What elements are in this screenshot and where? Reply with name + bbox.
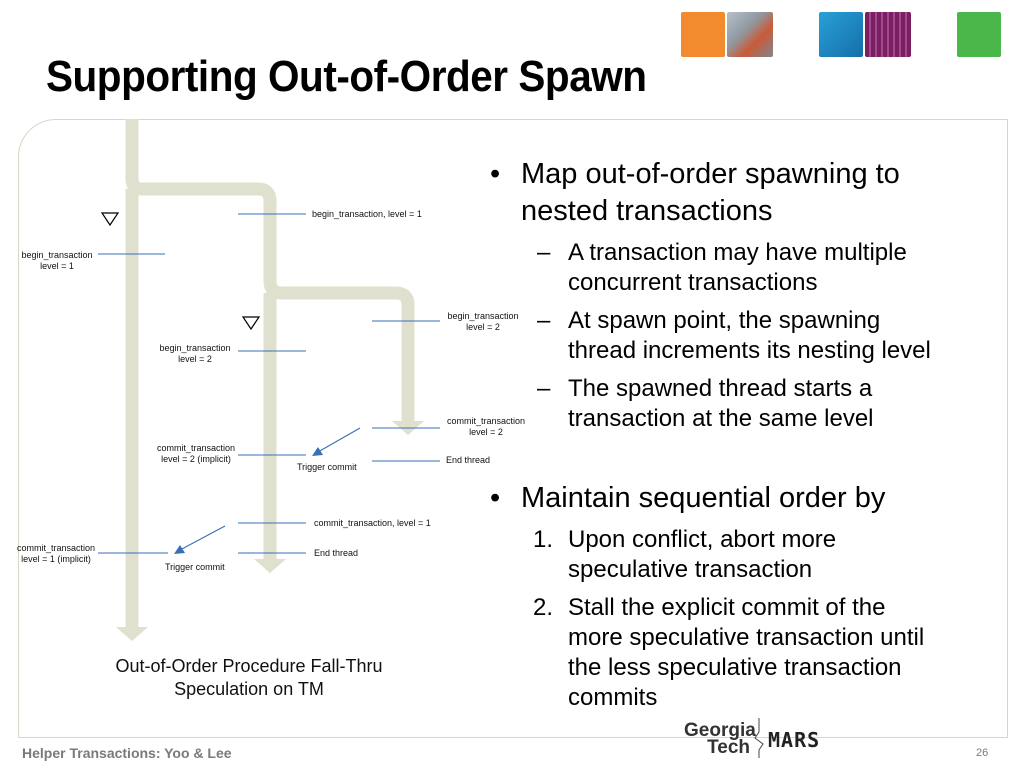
label-end-thread-right: End thread bbox=[446, 455, 491, 465]
label-commit-transaction-right-l2-line1: commit_transaction bbox=[446, 416, 526, 426]
label-begin-transaction-mid-l2-line2: level = 2 bbox=[178, 354, 212, 364]
sub-2-marker: – bbox=[537, 307, 551, 334]
transaction-diagram bbox=[98, 119, 440, 641]
sub-bullet-1: A transaction may have multiple concurre… bbox=[568, 238, 907, 298]
numbered-1-marker: 1. bbox=[533, 526, 554, 553]
photo-swatch bbox=[727, 12, 773, 57]
sub-bullet-1-line1: A transaction may have multiple bbox=[568, 239, 907, 266]
label-begin-transaction-left: begin_transaction level = 1 bbox=[17, 250, 97, 272]
trigger-arrowhead-upper bbox=[312, 447, 323, 456]
numbered-item-2: Stall the explicit commit of the more sp… bbox=[568, 593, 924, 713]
spawned-thread-arrowhead bbox=[254, 559, 286, 573]
green-swatch bbox=[957, 12, 1001, 57]
label-commit-transaction-right-l2-line2: level = 2 bbox=[469, 427, 503, 437]
label-commit-transaction-mid-l2-line1: commit_transaction bbox=[156, 443, 236, 453]
sub-bullet-2: At spawn point, the spawning thread incr… bbox=[568, 306, 931, 366]
label-begin-transaction-mid-l2-line1: begin_transaction bbox=[159, 343, 231, 353]
label-trigger-commit-left: Trigger commit bbox=[165, 562, 225, 572]
sub-1-marker: – bbox=[537, 239, 551, 266]
label-trigger-commit-mid: Trigger commit bbox=[297, 462, 357, 472]
label-begin-transaction-level1-right: begin_transaction, level = 1 bbox=[312, 209, 422, 219]
bullet-2-marker: • bbox=[490, 482, 501, 514]
label-commit-transaction-left-l1: commit_transaction level = 1 (implicit) bbox=[10, 543, 102, 565]
logo-block: Georgia Tech MARS bbox=[684, 718, 844, 758]
bullet-1-line2: nested transactions bbox=[521, 195, 773, 227]
page-number: 26 bbox=[976, 747, 989, 759]
diagram-caption-line1: Out-of-Order Procedure Fall-Thru bbox=[115, 656, 383, 676]
bullet-1-line1: Map out-of-order spawning to bbox=[521, 158, 900, 190]
label-begin-transaction-mid-l2: begin_transaction level = 2 bbox=[155, 343, 235, 365]
numbered-item-2-line3: the less speculative transaction bbox=[568, 654, 902, 681]
sub-bullet-2-line1: At spawn point, the spawning bbox=[568, 307, 881, 334]
label-begin-transaction-right-l2: begin_transaction level = 2 bbox=[443, 311, 523, 333]
sub-bullet-1-line2: concurrent transactions bbox=[568, 269, 818, 296]
sub-bullet-3: The spawned thread starts a transaction … bbox=[568, 374, 874, 434]
sub-bullet-3-line1: The spawned thread starts a bbox=[568, 375, 873, 402]
sub-bullet-3-line2: transaction at the same level bbox=[568, 405, 874, 432]
numbered-item-2-line1: Stall the explicit commit of the bbox=[568, 594, 886, 621]
bullet-1-marker: • bbox=[490, 158, 501, 190]
diagram-caption-line2: Speculation on TM bbox=[174, 679, 324, 699]
label-commit-transaction-right-l2: commit_transaction level = 2 bbox=[442, 416, 530, 438]
footer-title: Helper Transactions: Yoo & Lee bbox=[22, 745, 232, 761]
label-commit-transaction-left-l1-line2: level = 1 (implicit) bbox=[21, 554, 91, 564]
label-begin-transaction-right-l2-line1: begin_transaction bbox=[447, 311, 519, 321]
label-commit-transaction-left-l1-line1: commit_transaction bbox=[16, 543, 96, 553]
label-end-thread-mid: End thread bbox=[314, 548, 359, 558]
orange-swatch bbox=[681, 12, 725, 57]
label-begin-transaction-left-line1: begin_transaction bbox=[21, 250, 93, 260]
main-thread-arrowhead bbox=[116, 627, 148, 641]
mars-logo: MARS bbox=[768, 728, 821, 752]
numbered-item-1: Upon conflict, abort more speculative tr… bbox=[568, 525, 836, 585]
sub-bullet-2-line2: thread increments its nesting level bbox=[568, 337, 931, 364]
sub-3-marker: – bbox=[537, 375, 551, 402]
spawn-triangle-1 bbox=[100, 212, 120, 227]
georgia-tech-logo-line2: Tech bbox=[707, 737, 750, 758]
numbered-item-2-line4: commits bbox=[568, 684, 658, 711]
bullet-2: Maintain sequential order by bbox=[521, 482, 886, 514]
trigger-arrow-upper bbox=[317, 427, 361, 453]
main-thread-path bbox=[125, 119, 415, 424]
diagram-caption: Out-of-Order Procedure Fall-Thru Specula… bbox=[90, 655, 408, 701]
blue-swatch bbox=[819, 12, 863, 57]
georgia-tech-logo-line1: Georgia bbox=[684, 720, 756, 741]
label-commit-transaction-mid-l2-line2: level = 2 (implicit) bbox=[161, 454, 231, 464]
spawn-triangle-2 bbox=[241, 316, 261, 331]
label-commit-transaction-mid-l2: commit_transaction level = 2 (implicit) bbox=[150, 443, 242, 465]
logo-divider-icon bbox=[754, 718, 764, 758]
numbered-item-1-line1: Upon conflict, abort more bbox=[568, 526, 837, 553]
trigger-arrow-lower bbox=[179, 525, 226, 551]
georgia-tech-logo: Georgia Tech bbox=[684, 720, 756, 758]
label-commit-transaction-level1-right: commit_transaction, level = 1 bbox=[314, 518, 431, 528]
numbered-item-1-line2: speculative transaction bbox=[568, 556, 813, 583]
circuit-swatch bbox=[865, 12, 911, 57]
trigger-arrowhead-lower bbox=[174, 545, 185, 554]
label-begin-transaction-left-line2: level = 1 bbox=[40, 261, 74, 271]
slide-title: Supporting Out-of-Order Spawn bbox=[46, 52, 647, 101]
label-begin-transaction-right-l2-line2: level = 2 bbox=[466, 322, 500, 332]
bullet-1: Map out-of-order spawning to nested tran… bbox=[521, 156, 900, 230]
numbered-2-marker: 2. bbox=[533, 594, 554, 621]
numbered-item-2-line2: more speculative transaction until bbox=[568, 624, 925, 651]
content-frame bbox=[18, 119, 1008, 738]
